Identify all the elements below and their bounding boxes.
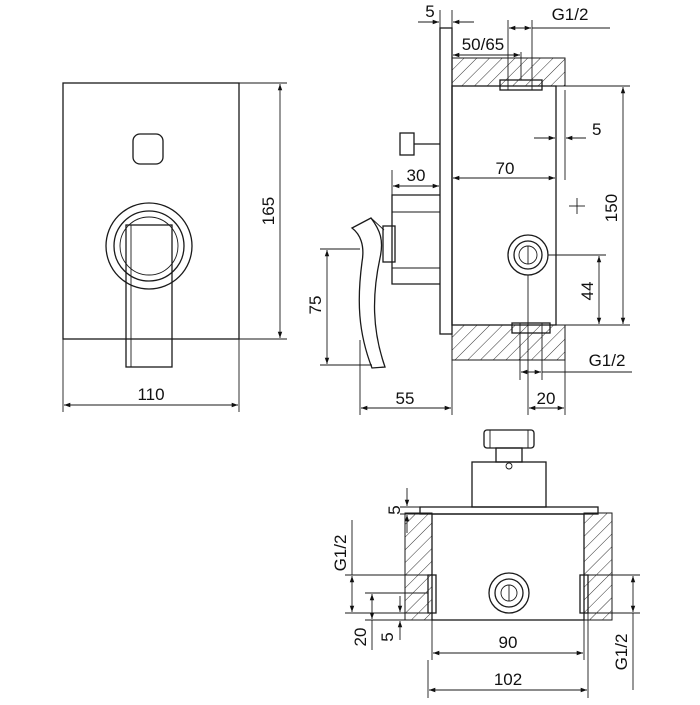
dim-thread-bottom: G1/2 — [589, 351, 626, 370]
dim-body-height: 150 — [602, 194, 621, 222]
front-view: 165 110 — [62, 82, 287, 412]
dim-inner-width: 90 — [499, 633, 518, 652]
handle-knob — [483, 429, 535, 449]
dim-cover-gap: 5 — [592, 120, 601, 139]
lever-profile — [350, 217, 386, 369]
dim-offset-5: 5 — [378, 632, 397, 641]
cover-plate-bottom — [419, 506, 599, 515]
dim-handle-reach: 55 — [396, 389, 415, 408]
bottom-view: 5 G1/2 20 5 90 102 G1/2 — [331, 429, 640, 698]
side-view: 5 G1/2 50/65 5 30 70 150 44 — [306, 2, 632, 415]
button-knob — [399, 132, 415, 156]
dim-outer-width: 102 — [494, 670, 522, 689]
handle-rosette — [105, 202, 193, 290]
dim-top-gap: 5 — [385, 505, 404, 514]
valve-body — [451, 85, 557, 326]
cover-plate-side — [439, 27, 453, 335]
dim-depth-range: 50/65 — [462, 35, 505, 54]
dim-front-height: 165 — [259, 197, 278, 225]
dim-offset-20: 20 — [351, 628, 370, 647]
dim-wall: 5 — [425, 2, 434, 21]
dim-thread-top: G1/2 — [552, 5, 589, 24]
dim-front-width: 110 — [137, 385, 164, 404]
dim-body-depth: 70 — [496, 159, 515, 178]
dim-outlet-height: 44 — [578, 282, 597, 301]
lever-handle — [125, 224, 173, 368]
wall-section-top — [451, 57, 566, 87]
dim-outlet-offset: 20 — [537, 389, 556, 408]
wall-section-bottom — [451, 324, 566, 361]
dim-handle-offset: 30 — [407, 166, 426, 185]
dim-handle-length: 75 — [306, 296, 325, 315]
valve-body-bottom — [431, 513, 585, 621]
dim-thread-right: G1/2 — [612, 634, 631, 671]
dim-thread-left: G1/2 — [331, 535, 350, 572]
handle-mount — [391, 194, 440, 285]
button-icon — [132, 133, 164, 165]
outlet-port-bottom — [488, 572, 530, 614]
